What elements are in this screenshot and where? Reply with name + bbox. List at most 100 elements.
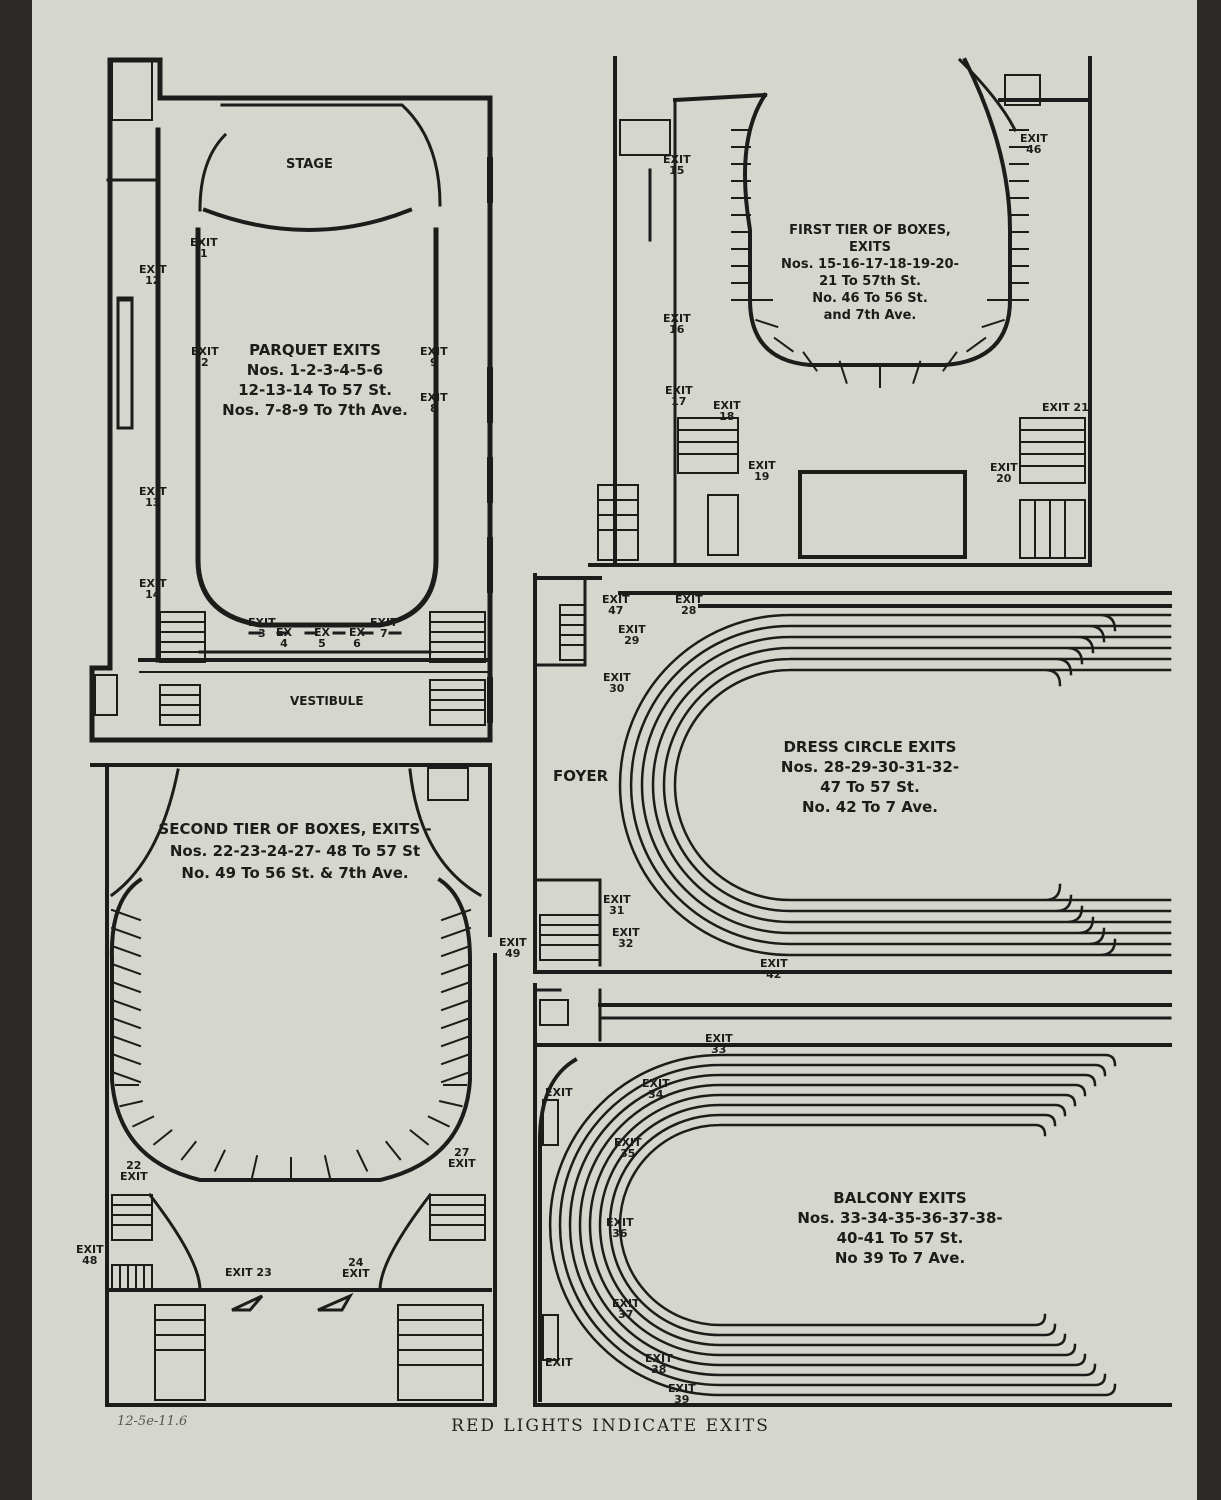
- exit-22: 22 EXIT: [120, 1159, 148, 1183]
- box-partition: [250, 1154, 259, 1179]
- exit-37: EXIT 37: [612, 1297, 640, 1321]
- parquet-line2: 12-13-14 To 57 St.: [238, 381, 392, 399]
- balcony-ring: [608, 1113, 1057, 1337]
- parquet-plan: [89, 57, 493, 743]
- exit-23: EXIT 23: [225, 1266, 272, 1279]
- first-tier-text: FIRST TIER OF BOXES, EXITS Nos. 15-16-17…: [770, 222, 970, 324]
- box-partition: [409, 1129, 430, 1146]
- exit-4: EX 4: [276, 626, 292, 650]
- first-tier-line3: No. 46 To 56 St.: [812, 291, 928, 306]
- box-partition: [440, 962, 472, 976]
- balcony-ring: [598, 1103, 1067, 1347]
- dress-circle-text: DRESS CIRCLE EXITS Nos. 28-29-30-31-32- …: [760, 737, 980, 817]
- footer-caption: RED LIGHTS INDICATE EXITS: [451, 1416, 770, 1436]
- box-partition: [440, 908, 472, 922]
- box-partition: [323, 1154, 332, 1179]
- dress-circle-line2: 47 To 57 St.: [820, 778, 920, 796]
- balcony-ring: [588, 1093, 1077, 1357]
- box-partition: [110, 1052, 142, 1066]
- first-tier-line2: 21 To 57th St.: [819, 274, 921, 289]
- exit-17: EXIT 17: [665, 384, 693, 408]
- box-partition: [110, 908, 142, 922]
- box-partition: [213, 1149, 226, 1172]
- balcony-line1: Nos. 33-34-35-36-37-38-: [797, 1209, 1003, 1227]
- parquet-exits-text: PARQUET EXITS Nos. 1-2-3-4-5-6 12-13-14 …: [195, 340, 435, 420]
- first-tier-heading: FIRST TIER OF BOXES, EXITS: [789, 223, 951, 255]
- first-tier-plan: [588, 56, 1092, 567]
- exit-21: EXIT 21: [1042, 401, 1089, 414]
- box-partition: [438, 1100, 463, 1108]
- dress-circle-ring: [618, 613, 1172, 957]
- box-partition: [110, 1016, 142, 1030]
- dress-circle-ring: [662, 657, 1172, 913]
- dress-circle-line1: Nos. 28-29-30-31-32-: [780, 758, 960, 776]
- exit-6: EX 6: [349, 626, 365, 650]
- box-partition: [356, 1149, 369, 1172]
- box-partition: [110, 926, 142, 940]
- exit-18: EXIT 18: [713, 399, 741, 423]
- exit-39: EXIT 39: [668, 1382, 696, 1406]
- exit-36: EXIT 36: [606, 1216, 634, 1240]
- exit-48: EXIT 48: [76, 1243, 104, 1267]
- exit-balcony-left-lower: EXIT: [545, 1356, 573, 1369]
- exit-47: EXIT 47: [602, 593, 630, 617]
- exit-29: EXIT 29: [618, 623, 646, 647]
- exit-46: EXIT 46: [1020, 132, 1048, 156]
- box-partition: [110, 1034, 142, 1048]
- dress-circle-heading: DRESS CIRCLE EXITS: [783, 738, 957, 756]
- exit-16: EXIT 16: [663, 312, 691, 336]
- box-partition: [942, 351, 958, 372]
- second-tier-line1: Nos. 22-23-24-27- 48 To 57 St: [169, 842, 421, 860]
- balcony-ring: [548, 1053, 1117, 1397]
- stage-label: STAGE: [286, 157, 333, 172]
- exit-30: EXIT 30: [603, 671, 631, 695]
- box-partition: [180, 1140, 198, 1161]
- parquet-line3: Nos. 7-8-9 To 7th Ave.: [222, 401, 408, 419]
- balcony-text: BALCONY EXITS Nos. 33-34-35-36-37-38- 40…: [770, 1188, 1030, 1268]
- box-partition: [110, 944, 142, 958]
- balcony-ring: [558, 1063, 1107, 1387]
- box-partition: [110, 1070, 142, 1084]
- box-partition: [802, 351, 818, 372]
- parquet-line1: Nos. 1-2-3-4-5-6: [246, 361, 384, 379]
- second-tier-line2: No. 49 To 56 St. & 7th Ave.: [181, 864, 409, 882]
- exit-9: EXIT 9: [420, 345, 448, 369]
- balcony-ring: [568, 1073, 1097, 1377]
- dress-circle-ring: [651, 646, 1172, 924]
- box-partition: [440, 1016, 472, 1030]
- box-partition: [440, 998, 472, 1012]
- exit-42: EXIT 42: [760, 957, 788, 981]
- box-partition: [440, 1070, 472, 1084]
- archive-note: 12-5e-11.6: [117, 1414, 188, 1429]
- exit-balcony-left-upper: EXIT: [545, 1086, 573, 1099]
- exit-8: EXIT 8: [420, 391, 448, 415]
- box-partition: [981, 318, 1005, 329]
- exit-19: EXIT 19: [748, 459, 776, 483]
- exit-31: EXIT 31: [603, 893, 631, 917]
- exit-33: EXIT 33: [705, 1032, 733, 1056]
- exit-15: EXIT 15: [663, 153, 691, 177]
- balcony-ring: [618, 1123, 1047, 1327]
- foyer-label: FOYER: [553, 767, 609, 785]
- box-partition: [131, 1115, 155, 1128]
- box-partition: [440, 1052, 472, 1066]
- exit-7: EXIT 7: [370, 616, 398, 640]
- box-partition: [773, 336, 795, 353]
- second-tier-heading: SECOND TIER OF BOXES, EXITS -: [158, 820, 432, 838]
- second-tier-plan: [90, 763, 497, 1407]
- exit-24: 24 EXIT: [342, 1256, 370, 1280]
- dress-circle-line3: No. 42 To 7 Ave.: [801, 798, 939, 816]
- box-partition: [427, 1115, 451, 1128]
- balcony-line3: No 39 To 7 Ave.: [834, 1249, 966, 1267]
- box-partition: [965, 336, 987, 353]
- box-partition: [440, 926, 472, 940]
- box-partition: [110, 998, 142, 1012]
- balcony-line2: 40-41 To 57 St.: [836, 1229, 964, 1247]
- box-partition: [440, 1034, 472, 1048]
- exit-35: EXIT 35: [614, 1136, 642, 1160]
- exit-38: EXIT 38: [645, 1352, 673, 1376]
- box-partition: [440, 944, 472, 958]
- box-partition: [119, 1100, 144, 1108]
- exit-27: 27 EXIT: [448, 1146, 476, 1170]
- dress-circle-plan: [533, 573, 1172, 974]
